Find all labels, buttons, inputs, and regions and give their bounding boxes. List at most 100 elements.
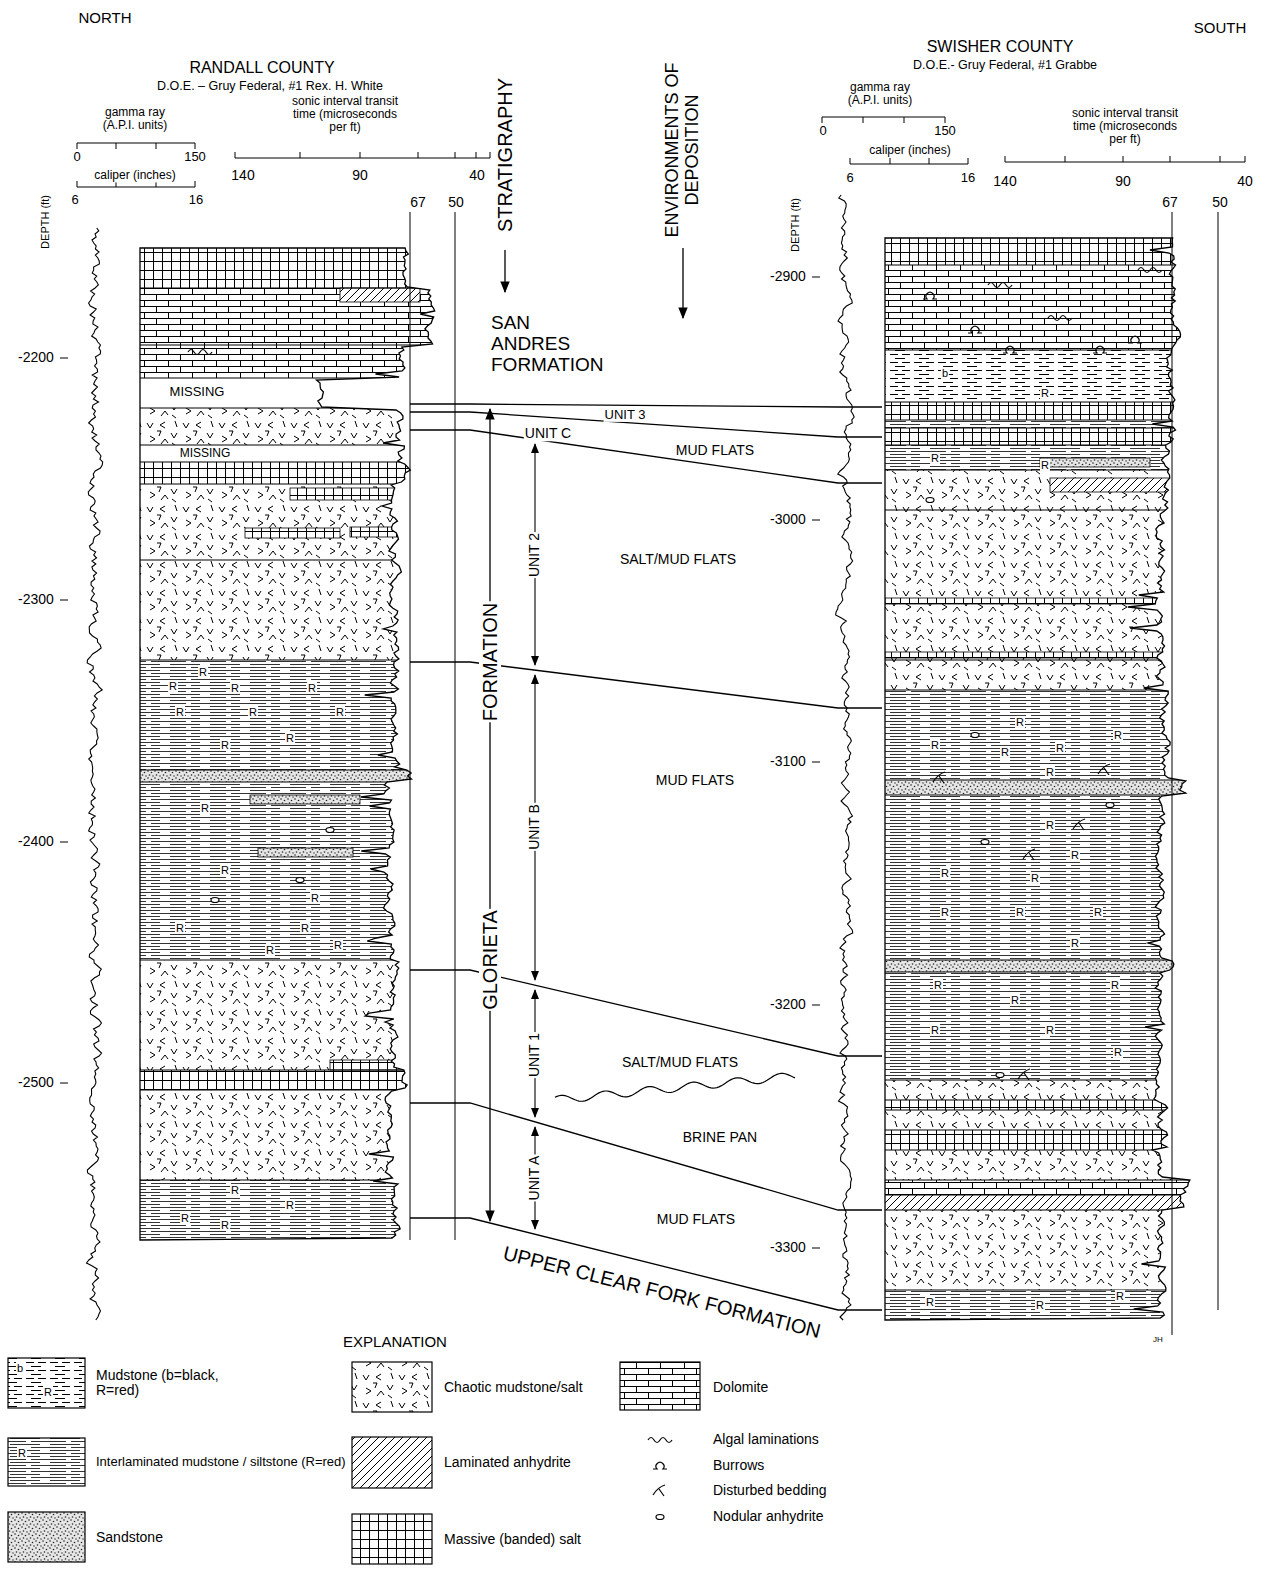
bed-boundary bbox=[885, 1150, 1282, 1151]
bed-boundary bbox=[885, 350, 1282, 351]
scale-tick bbox=[360, 152, 361, 158]
scale-tick bbox=[904, 117, 905, 123]
unit-name: UNIT 1 bbox=[527, 1032, 542, 1078]
lithology-bed bbox=[140, 378, 560, 408]
scale-number: 67 bbox=[1161, 195, 1179, 210]
algal-symbol bbox=[188, 350, 212, 355]
scale-tick bbox=[77, 181, 78, 187]
bed-boundary bbox=[140, 782, 560, 783]
heading-arrow bbox=[682, 248, 683, 318]
legend-swatch bbox=[352, 1437, 432, 1488]
bed-boundary bbox=[140, 462, 560, 463]
log-title: sonic interval transit time (microsecond… bbox=[282, 95, 408, 135]
formation-name: FORMATION bbox=[479, 602, 501, 723]
scale-tick bbox=[968, 158, 969, 164]
lithology-bed bbox=[885, 428, 1282, 445]
bed-boundary bbox=[885, 510, 1282, 511]
scale-number: 16 bbox=[188, 193, 204, 207]
disturbed-bedding-symbol bbox=[1073, 819, 1085, 830]
lithology-column bbox=[140, 248, 560, 1240]
lithology-bed bbox=[140, 1070, 560, 1090]
bed-boundary bbox=[885, 1100, 1282, 1101]
lithology-letter: R bbox=[175, 706, 185, 718]
scale-number: 67 bbox=[409, 195, 427, 210]
environment-name: MUD FLATS bbox=[656, 1212, 736, 1227]
well-county: SWISHER COUNTY bbox=[926, 38, 1075, 56]
nodular-anhydrite-symbol bbox=[326, 828, 334, 833]
lithology-bed bbox=[885, 1195, 1282, 1210]
lithology-letter: R bbox=[1113, 1046, 1123, 1058]
lithology-letter: R bbox=[933, 979, 943, 991]
depth-number: -2500 bbox=[17, 1075, 55, 1090]
scale-tick bbox=[77, 143, 78, 149]
lithology-bed bbox=[140, 248, 560, 288]
bed-boundary bbox=[885, 1290, 1282, 1291]
burrow-symbol bbox=[923, 292, 937, 299]
scale-tick bbox=[195, 181, 196, 187]
scale-tick bbox=[418, 152, 419, 158]
algal-symbol bbox=[988, 283, 1012, 288]
legend-symbol bbox=[648, 1438, 672, 1443]
lithology-letter: R bbox=[285, 1199, 295, 1211]
scale-number: 140 bbox=[230, 168, 255, 183]
scale-number: 150 bbox=[933, 124, 957, 138]
well-name: D.O.E. – Gruy Federal, #1 Rex. H. White bbox=[156, 80, 384, 94]
depth-tick bbox=[60, 600, 68, 601]
lithology-bed bbox=[140, 1180, 560, 1240]
bed-boundary bbox=[885, 1210, 1282, 1211]
legend-symbol bbox=[656, 1515, 664, 1520]
legend-swatch bbox=[8, 1358, 85, 1408]
depth-tick bbox=[812, 1248, 820, 1249]
depth-tick bbox=[60, 842, 68, 843]
correlation-line bbox=[410, 1103, 882, 1210]
formation-arrow bbox=[489, 409, 490, 1221]
lithology-letter: R bbox=[1000, 746, 1010, 758]
lithology-letter: R bbox=[175, 922, 185, 934]
algal-symbol bbox=[1138, 268, 1162, 273]
scale-tick bbox=[850, 158, 851, 164]
gamma-ray-curve bbox=[87, 228, 103, 1320]
scale-tick bbox=[195, 143, 196, 149]
lithology-letter: R bbox=[1045, 1024, 1055, 1036]
lithology-letter: R bbox=[1113, 729, 1123, 741]
scale-tick bbox=[300, 152, 301, 158]
column-heading: STRATIGRAPHY bbox=[494, 77, 516, 233]
scale-tick bbox=[945, 117, 946, 123]
disturbed-bedding-symbol bbox=[1023, 849, 1035, 860]
lithology-bed bbox=[885, 780, 1282, 795]
legend-text: Dolomite bbox=[712, 1380, 769, 1395]
well-county: RANDALL COUNTY bbox=[188, 59, 335, 77]
bed-boundary bbox=[140, 288, 560, 289]
lithology-letter: R bbox=[1030, 872, 1040, 884]
scale-tick bbox=[476, 152, 477, 158]
lithology-letter: R bbox=[1045, 819, 1055, 831]
lithology-bed bbox=[885, 1110, 1282, 1130]
lithology-lens bbox=[885, 598, 1175, 604]
bed-boundary bbox=[885, 972, 1282, 973]
legend-text: Burrows bbox=[712, 1458, 765, 1473]
lithology-letter: R bbox=[180, 1212, 190, 1224]
lithology-bed bbox=[140, 445, 560, 462]
scale-bar bbox=[235, 158, 490, 159]
scale-tick bbox=[1245, 156, 1246, 162]
bed-boundary bbox=[885, 1080, 1282, 1081]
depth-tick bbox=[60, 1083, 68, 1084]
lithology-letter: R bbox=[198, 666, 208, 678]
bed-boundary bbox=[885, 445, 1282, 446]
disturbed-bedding-symbol bbox=[1018, 1069, 1030, 1080]
scale-tick bbox=[929, 158, 930, 164]
sonic-log-curve bbox=[140, 248, 435, 1240]
unit-name: UNIT B bbox=[527, 803, 542, 851]
sonic-log-curve bbox=[885, 238, 1190, 1320]
lithology-letter: R bbox=[200, 802, 210, 814]
scale-tick bbox=[1065, 156, 1066, 162]
lithology-letter: b bbox=[16, 1362, 24, 1374]
lithology-letter: R bbox=[310, 892, 320, 904]
scale-number: 50 bbox=[1211, 195, 1229, 210]
unit-name: UNIT 3 bbox=[604, 408, 647, 422]
legend-text: Chaotic mudstone/salt bbox=[443, 1380, 584, 1395]
depth-number: -3000 bbox=[769, 512, 807, 527]
lithology-letter: R bbox=[220, 864, 230, 876]
unit-name: UNIT A bbox=[527, 1155, 542, 1202]
